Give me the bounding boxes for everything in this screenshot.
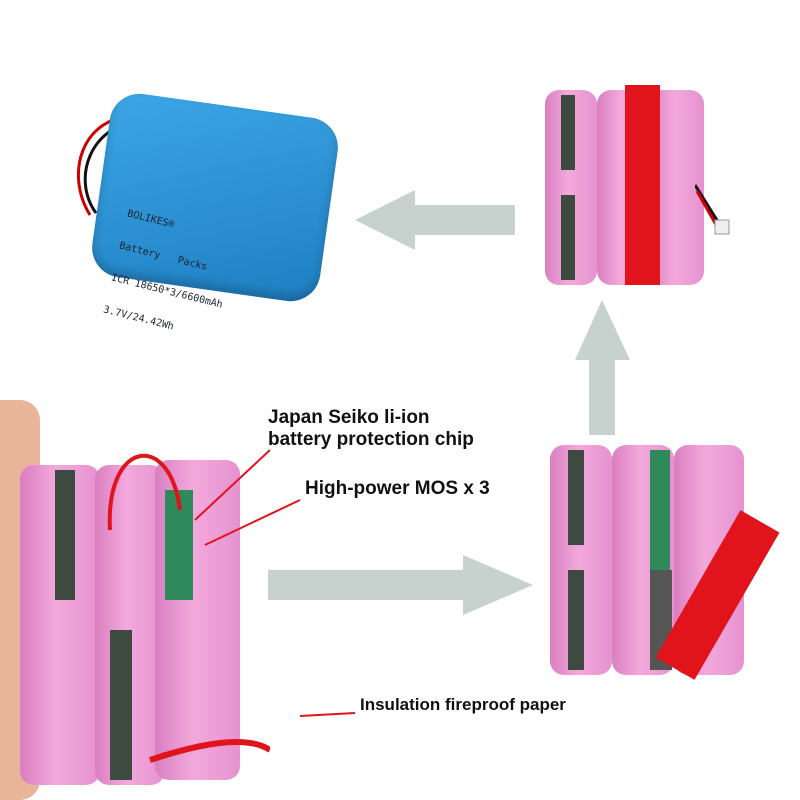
blue-battery-pack: BOLIKES® Battery Packs ICR 18650*3/6600m… — [70, 89, 342, 333]
paper-label: Insulation fireproof paper — [360, 695, 566, 714]
arrow-up-icon — [575, 300, 630, 435]
protection-board — [650, 450, 670, 570]
open-battery-pack — [550, 440, 780, 680]
chip-label-line1: Japan Seiko li-ion — [268, 407, 430, 428]
arrow-left-icon — [355, 190, 515, 250]
wire-icon — [107, 453, 270, 763]
arrow-right-icon — [268, 555, 533, 615]
chip-label-line2: battery protection chip — [268, 429, 474, 450]
wrapped-battery-pack — [545, 85, 730, 290]
connector-icon — [695, 184, 730, 235]
battery-pack-in-hand — [0, 400, 270, 800]
mos-label: High-power MOS x 3 — [305, 478, 490, 499]
